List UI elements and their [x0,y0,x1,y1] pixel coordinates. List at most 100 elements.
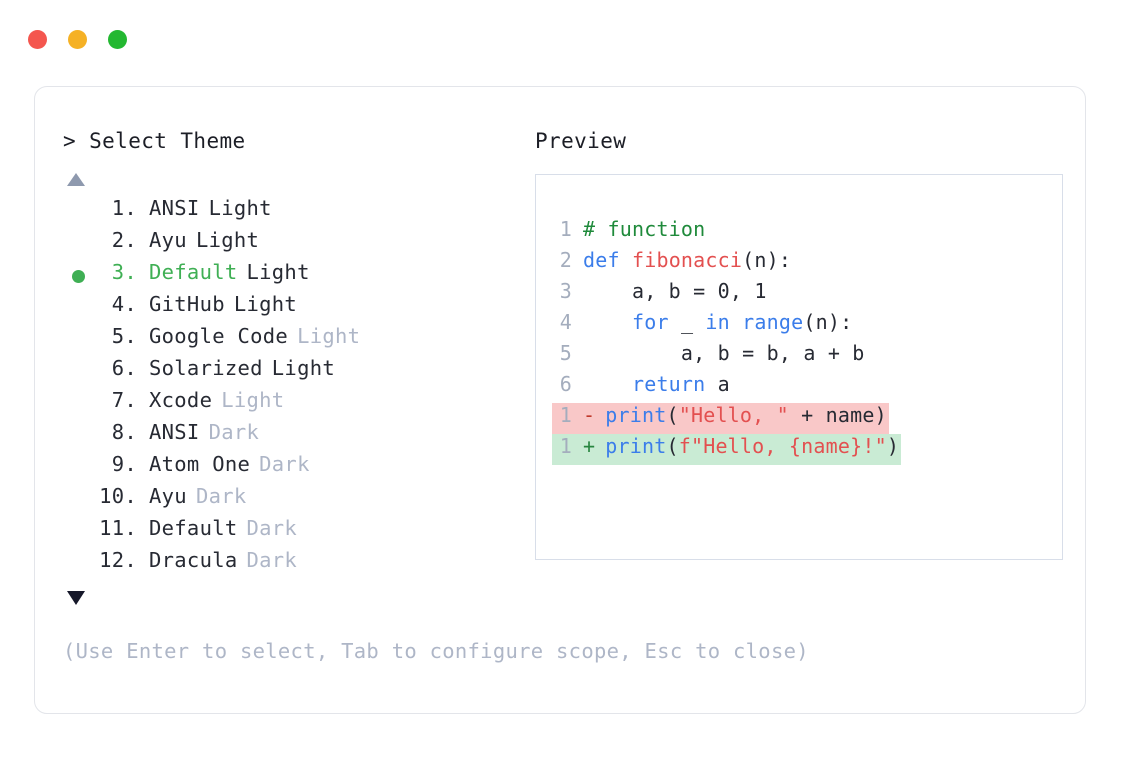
theme-item-index: 3. [111,260,137,284]
theme-item-index: 4. [111,292,137,316]
code-token: return [583,372,706,396]
theme-item-name: Atom One [149,452,251,476]
theme-item-name: Dracula [149,548,238,572]
theme-item-variant-tag: Light [246,260,310,284]
theme-item-variant-tag: Dark [208,420,260,444]
line-number: 1 [559,434,572,458]
code-token: print [605,403,667,427]
code-token: (n): [742,248,792,272]
preview-box: 1 # function 2 def fibonacci(n): 3 a, b = 0,… [535,174,1063,560]
selected-bullet-icon [63,269,93,283]
theme-list-item[interactable]: 11. Default Dark [63,516,523,548]
theme-list-item[interactable]: 6. Solarized Light [63,356,523,388]
keyboard-hint: (Use Enter to select, Tab to configure s… [63,639,809,663]
theme-item-name: ANSI [149,420,200,444]
code-line: 5 a, b = b, a + b [552,341,1062,372]
theme-item-variant-tag: Light [208,196,272,220]
code-line: 6 return a [552,372,1062,403]
triangle-down-icon[interactable] [67,591,85,605]
code-token: ( [666,434,679,458]
theme-item-name: Default [149,516,238,540]
theme-item-name: Solarized [149,356,263,380]
code-token: ( [666,403,679,427]
code-line: 3 a, b = 0, 1 [552,279,1062,310]
code-token: # function [583,217,706,241]
code-token: f"Hello, {name}!" [678,434,887,458]
code-line-text: for _ in range(n): [583,310,852,334]
theme-item-name: Default [149,260,238,284]
theme-item-index: 7. [111,388,137,412]
code-line-text: a, b = b, a + b [583,341,865,365]
code-line: 2 def fibonacci(n): [552,248,1062,279]
diff-line-text: print(f"Hello, {name}!") [605,434,899,458]
code-token: in [705,310,743,334]
theme-list-item[interactable]: 2. Ayu Light [63,228,523,260]
line-number: 3 [559,279,572,303]
code-line-text: # function [583,217,705,241]
code-line: 1 # function [552,217,1062,248]
theme-item-name: Xcode [149,388,213,412]
code-token: range [742,310,804,334]
minimize-window-button[interactable] [68,30,87,49]
code-token: def [583,248,632,272]
line-number: 2 [559,248,572,272]
code-token: print [605,434,667,458]
code-token: _ [680,310,706,334]
theme-list-item[interactable]: 8. ANSI Dark [63,420,523,452]
diff-sign: + [583,434,596,458]
theme-item-index: 12. [99,548,137,572]
diff-removed-line: 1-print("Hello, " + name) [552,403,889,434]
code-token: a [705,372,730,396]
theme-item-variant-tag: Dark [195,484,247,508]
prompt-label: > Select Theme [63,129,246,153]
theme-list-item[interactable]: 4. GitHub Light [63,292,523,324]
diff-added-line: 1 + print(f"Hello, {name}!") [552,434,902,465]
maximize-window-button[interactable] [108,30,127,49]
theme-item-variant-tag: Light [271,356,335,380]
diff-line-wrapper: 1-print("Hello, " + name) [552,403,1062,434]
theme-item-index: 5. [111,324,137,348]
code-token: a, b = b, a + b [583,341,865,365]
theme-item-name: Google Code [149,324,289,348]
code-line: 4 for _ in range(n): [552,310,1062,341]
preview-pane: Preview 1 # function 2 def fibonacci(n): 3 a… [535,129,1065,560]
selected-dot-icon [71,269,85,283]
theme-item-variant-tag: Light [195,228,260,252]
code-token: a, b = 0, 1 [583,279,767,303]
line-number: 1 [559,403,572,427]
code-token: ) [886,434,900,458]
code-token: "Hello, " [678,403,789,427]
diff-line-text: print("Hello, " + name) [605,403,887,427]
line-number: 1 [559,217,572,241]
theme-item-index: 1. [111,196,137,220]
code-line-text: def fibonacci(n): [583,248,791,272]
line-number: 5 [559,341,572,365]
triangle-up-icon[interactable] [67,173,85,186]
theme-item-name: GitHub [149,292,225,316]
theme-item-index: 8. [111,420,137,444]
theme-item-index: 11. [99,516,137,540]
theme-item-name: Ayu [149,228,187,252]
close-window-button[interactable] [28,30,47,49]
theme-item-variant-tag: Light [233,292,298,316]
window-controls [28,30,127,49]
theme-item-variant-tag: Dark [246,516,298,540]
code-token: + name) [788,403,887,427]
theme-item-index: 2. [111,228,137,252]
theme-item-index: 6. [111,356,137,380]
preview-title: Preview [535,129,627,153]
theme-list-item[interactable]: 3. Default Light [63,260,523,292]
diff-sample: 1-print("Hello, " + name)1+print(f"Hello… [552,403,1062,465]
line-number: 4 [559,310,572,334]
code-line-text: return a [583,372,730,396]
code-token: (n): [803,310,853,334]
